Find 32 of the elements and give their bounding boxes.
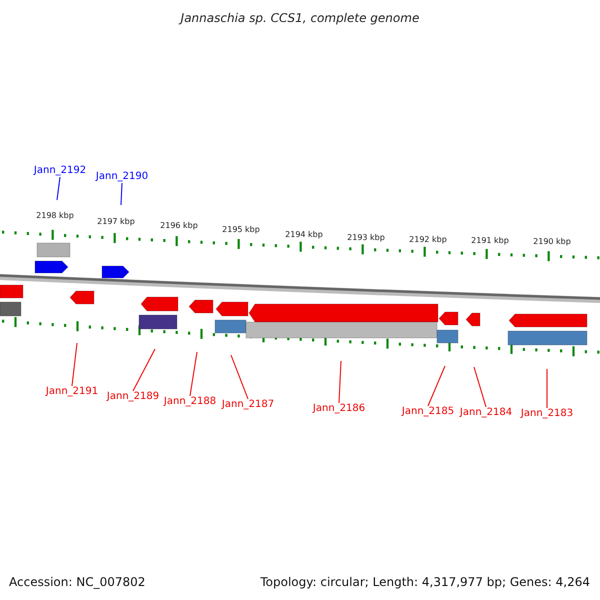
gene-label: Jann_2183 [520,409,574,419]
gene-label: Jann_2185 [402,407,454,417]
leader-line [428,366,446,406]
gene-label: Jann_2189 [106,392,160,402]
gene-label: Jann_2186 [312,404,366,414]
scale-label: 2194 kbp [285,231,323,239]
scale-label: 2198 kbp [36,212,74,220]
leader-line [120,182,122,206]
leader-line [338,360,342,404]
leader-line [190,352,198,396]
leader-line [56,176,60,200]
scale-label: 2196 kbp [160,222,198,230]
title: Jannaschia sp. CCS1, complete genome [180,12,420,24]
gene-label: Jann_2192 [34,166,86,176]
gene-label: Jann_2187 [222,400,274,410]
leader-line [474,366,486,408]
gene-label: Jann_2184 [460,408,512,418]
scale-label: 2191 kbp [471,237,509,245]
scale-label: 2195 kbp [222,226,260,234]
gene-label: Jann_2191 [46,387,98,397]
scale-label: 2192 kbp [409,236,447,244]
leader-line [546,368,548,408]
gene-label: Jann_2188 [164,397,216,407]
scale-label: 2197 kbp [97,218,135,226]
scale-label: 2193 kbp [347,234,385,242]
genome-info-text: Topology: circular; Length: 4,317,977 bp; Genes: 4,264 [260,576,590,588]
gene-label: Jann_2190 [96,172,148,182]
leader-line [230,354,248,400]
accession-text: Accession: NC_007802 [9,576,146,588]
leader-line [72,342,78,386]
scale-label: 2190 kbp [533,238,571,246]
leader-line [132,348,156,392]
